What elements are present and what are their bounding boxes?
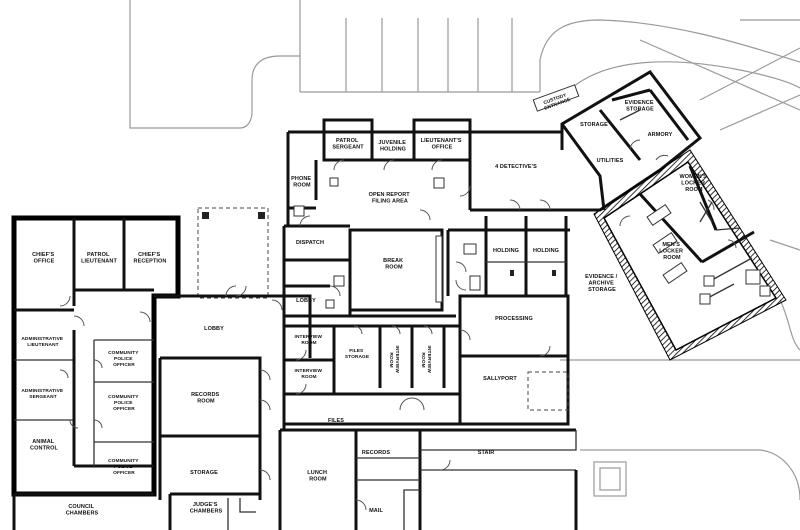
community-officer-label-2: COMMUNITY POLICE OFFICER	[108, 394, 140, 412]
administrative-lieutenant-label: ADMINISTRATIVE LIEUTENANT	[21, 336, 64, 348]
holding-label-2: HOLDING	[533, 248, 559, 254]
lobby-main-label: LOBBY	[204, 326, 224, 332]
judges-chambers-label: JUDGE'S CHAMBERS	[190, 502, 223, 515]
break-room-label: BREAK ROOM	[383, 258, 405, 271]
admin-wing	[11, 215, 181, 497]
community-officer-label-1: COMMUNITY POLICE OFFICER	[108, 350, 140, 368]
central-block	[12, 285, 312, 530]
chiefs-office-label: CHIEF'S OFFICE	[32, 252, 56, 265]
evidence-archive-label: EVIDENCE / ARCHIVE STORAGE	[585, 274, 619, 293]
evidence-storage-label: EVIDENCE STORAGE	[625, 100, 656, 113]
locker-wing	[593, 149, 787, 361]
dispatch-label: DISPATCH	[296, 240, 324, 246]
lunch-room-label: LUNCH ROOM	[307, 470, 328, 483]
interview-room-label-4: INTERVIEW ROOM	[420, 346, 432, 375]
storage-upper-label: STORAGE	[580, 122, 608, 128]
womens-locker-label: WOMEN'S LOCKER ROOM	[679, 174, 708, 193]
community-officer-label-3: COMMUNITY POLICE OFFICER	[108, 458, 140, 476]
administrative-sergeant-label: ADMINISTRATIVE SERGEANT	[21, 388, 64, 400]
storage-label: STORAGE	[190, 470, 218, 476]
interview-room-label-2: INTERVIEW ROOM	[295, 368, 324, 380]
open-report-filing-label: OPEN REPORT FILING AREA	[369, 192, 412, 205]
upper-block	[286, 118, 564, 227]
files-storage-label: FILES STORAGE	[345, 348, 370, 360]
patrol-sergeant-label: PATROL SERGEANT	[332, 138, 364, 151]
animal-control-label: ANIMAL CONTROL	[30, 439, 58, 452]
mail-label: MAIL	[369, 508, 383, 514]
chiefs-reception-label: CHIEF'S RECEPTION	[134, 252, 167, 265]
council-chambers-label: COUNCIL CHAMBERS	[66, 504, 99, 517]
interview-room-label-3: INTERVIEW ROOM	[388, 346, 400, 375]
records-label: RECORDS	[362, 450, 390, 456]
detectives-label: 4 DETECTIVE'S	[495, 164, 537, 170]
northeast-wing	[532, 70, 703, 212]
holding-block	[446, 216, 570, 296]
site-lines	[129, 0, 800, 501]
processing-block	[458, 294, 570, 426]
holding-label-1: HOLDING	[493, 248, 519, 254]
lobby-small-label: LOBBY	[296, 298, 316, 304]
bottom-block	[278, 428, 578, 530]
entry-canopy	[197, 207, 269, 299]
patrol-lieutenant-label: PATROL LIEUTENANT	[81, 252, 117, 265]
mens-locker-label: MEN'S LOCKER ROOM	[659, 242, 684, 261]
stair-label: STAIR	[478, 450, 495, 456]
sallyport-label: SALLYPORT	[483, 376, 517, 382]
core-block	[282, 224, 460, 430]
processing-label: PROCESSING	[495, 316, 533, 322]
phone-room-label: PHONE ROOM	[291, 176, 313, 189]
lieutenants-office-label: LIEUTENANT'S OFFICE	[421, 138, 464, 151]
utilities-label: UTILITIES	[597, 158, 624, 164]
files-label: FILES	[328, 418, 344, 424]
room-labels: CHIEF'S OFFICE PATROL LIEUTENANT CHIEF'S…	[21, 92, 708, 517]
juvenile-holding-label: JUVENILE HOLDING	[378, 140, 407, 153]
interview-room-label-1: INTERVIEW ROOM	[295, 334, 324, 346]
armory-label: ARMORY	[648, 132, 673, 138]
records-room-label: RECORDS ROOM	[191, 392, 221, 405]
